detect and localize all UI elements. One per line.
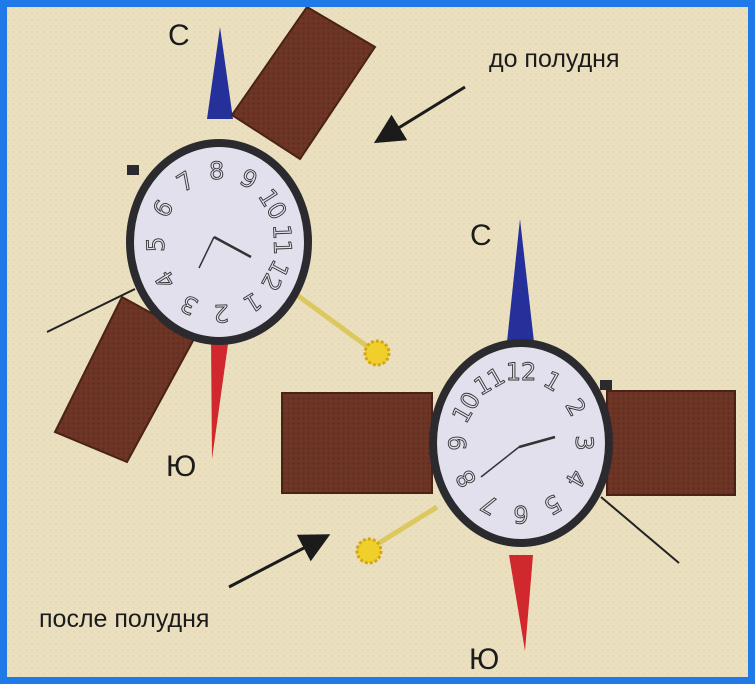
watch-crown	[600, 380, 612, 390]
dial-number: 3	[570, 435, 598, 450]
dial-number: 2	[213, 299, 229, 328]
dial-number: 6	[513, 500, 528, 528]
dial-number: 12	[506, 358, 537, 386]
north-label: С	[168, 21, 190, 51]
north-label: С	[470, 221, 492, 251]
caption-after-noon: после полудня	[39, 607, 209, 632]
dial-number: 11	[267, 224, 296, 256]
watch-strap-left	[282, 393, 432, 493]
watch-crown	[127, 165, 139, 175]
sun-icon	[357, 539, 381, 563]
dial-number: 8	[209, 157, 225, 186]
dial-number: 9	[444, 435, 472, 450]
south-label: Ю	[469, 645, 499, 675]
caption-before-noon: до полудня	[489, 47, 620, 72]
sun-icon	[365, 341, 389, 365]
watch-strap-right	[607, 391, 735, 495]
dial-number: 5	[142, 236, 171, 252]
south-label: Ю	[166, 452, 196, 482]
